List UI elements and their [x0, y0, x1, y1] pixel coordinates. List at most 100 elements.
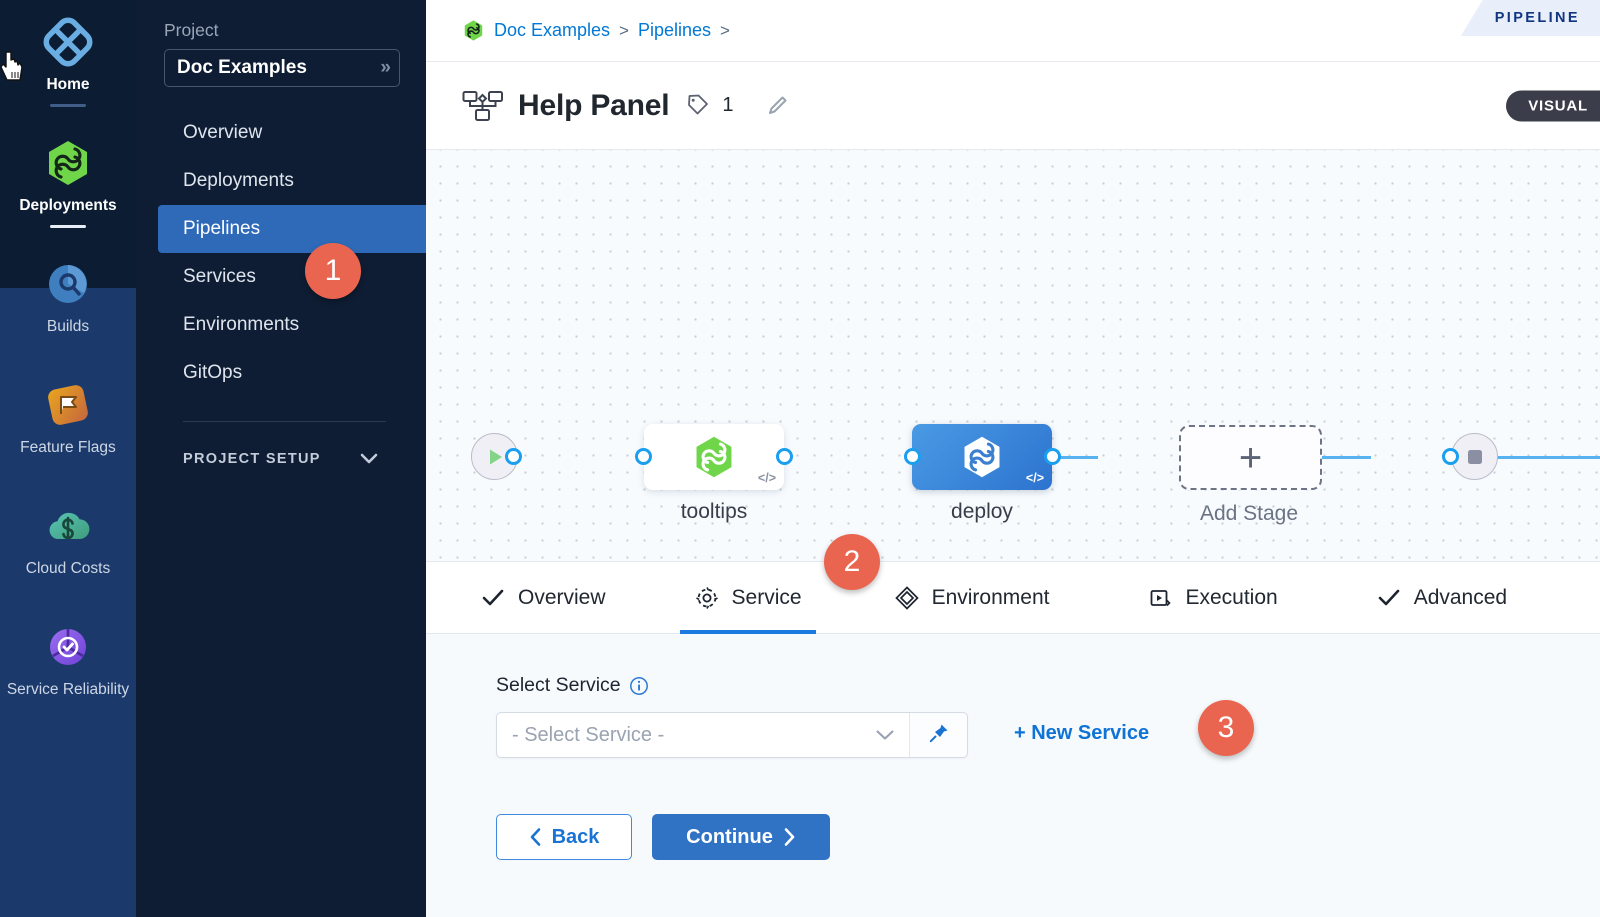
- rail-item-label: Home: [46, 76, 90, 93]
- chevron-down-icon: [875, 729, 895, 741]
- stage-node-tooltips[interactable]: </>: [644, 424, 784, 490]
- tab-environment[interactable]: Environment: [880, 562, 1064, 634]
- harness-hexagon-icon: [964, 436, 1000, 478]
- project-name: Doc Examples: [177, 57, 307, 78]
- nav-divider: [183, 421, 386, 422]
- tab-label: Overview: [518, 585, 606, 609]
- info-icon[interactable]: [629, 676, 649, 696]
- pipeline-canvas[interactable]: </> tooltips </> deploy + Add Stage: [426, 150, 1600, 562]
- rail-item-label: Feature Flags: [20, 438, 116, 456]
- pin-icon: [928, 722, 950, 749]
- new-service-button[interactable]: + New Service: [1014, 722, 1149, 745]
- tab-pipeline[interactable]: PIPELINE: [1460, 0, 1600, 36]
- code-glyph-icon: </>: [1025, 471, 1044, 485]
- end-node-endpoint[interactable]: [1442, 448, 1459, 465]
- continue-label: Continue: [686, 825, 773, 848]
- tab-execution[interactable]: Execution: [1133, 562, 1291, 634]
- rail-item-deployments[interactable]: Deployments: [0, 137, 136, 228]
- project-nav: Project Doc Examples » Overview Deployme…: [136, 0, 426, 917]
- home-diamond-icon: [42, 16, 94, 68]
- tag-icon: [685, 93, 710, 118]
- service-select-input[interactable]: - Select Service -: [497, 713, 909, 757]
- breadcrumb-link-project[interactable]: Doc Examples: [494, 20, 611, 40]
- service-form: Select Service - Select Service -: [426, 634, 1600, 917]
- project-selector[interactable]: Doc Examples »: [164, 49, 400, 87]
- gear-icon: [694, 586, 720, 610]
- sidebar-item-label: Environments: [183, 314, 300, 335]
- add-stage-label: Add Stage: [1199, 502, 1299, 525]
- sidebar-item-label: GitOps: [183, 362, 243, 383]
- tab-label: Service: [731, 585, 802, 609]
- select-service-control[interactable]: - Select Service -: [496, 712, 968, 758]
- module-rail-items: Home Deployments: [0, 0, 136, 699]
- breadcrumb-separator: >: [720, 20, 730, 40]
- sidebar-item-overview[interactable]: Overview: [136, 109, 426, 157]
- stage-node-deploy[interactable]: </>: [912, 424, 1052, 490]
- tab-label: Execution: [1185, 585, 1278, 609]
- rail-item-label: Deployments: [19, 196, 117, 214]
- project-section-label: Project: [164, 20, 219, 40]
- sidebar-item-label: Services: [183, 266, 256, 287]
- stage-output-endpoint[interactable]: [776, 448, 793, 465]
- deployments-hexagon-icon: [42, 137, 94, 189]
- step-tabs: Overview Service: [426, 562, 1600, 634]
- back-button[interactable]: Back: [496, 814, 632, 860]
- pencil-icon[interactable]: [764, 93, 790, 119]
- tab-label: Advanced: [1413, 585, 1508, 609]
- service-reliability-icon: [42, 621, 94, 673]
- sidebar-item-environments[interactable]: Environments: [136, 301, 426, 349]
- callout-badge-2: 2: [824, 534, 880, 590]
- form-actions: Back Continue: [496, 814, 830, 860]
- breadcrumb-link-pipelines[interactable]: Pipelines: [637, 20, 712, 40]
- stage-input-endpoint[interactable]: [635, 448, 652, 465]
- pipeline-nodes-icon: [462, 89, 504, 123]
- cloud-costs-icon: [42, 500, 94, 552]
- rail-item-home[interactable]: Home: [0, 16, 136, 107]
- stage-label-tooltips: tooltips: [680, 500, 748, 523]
- tab-advanced[interactable]: Advanced: [1362, 562, 1521, 634]
- breadcrumb-separator: >: [619, 20, 629, 40]
- pipeline-header: Help Panel 1 VISUAL: [426, 62, 1600, 150]
- mouse-cursor-icon: [0, 51, 23, 81]
- tab-overview[interactable]: Overview: [466, 562, 620, 634]
- back-label: Back: [551, 825, 600, 848]
- tab-service[interactable]: Service: [679, 562, 816, 634]
- pin-button[interactable]: [909, 713, 967, 757]
- add-stage-button[interactable]: +: [1179, 425, 1322, 490]
- chevron-left-icon: [529, 827, 542, 847]
- layers-diamond-icon: [894, 585, 920, 611]
- new-service-label: + New Service: [1014, 722, 1150, 744]
- chevron-down-icon: [360, 452, 378, 467]
- sidebar-item-deployments[interactable]: Deployments: [136, 157, 426, 205]
- stage-label-deploy: deploy: [951, 500, 1013, 523]
- start-node-endpoint[interactable]: [505, 448, 522, 465]
- breadcrumb: Doc Examples > Pipelines > PIPELINE: [426, 0, 1600, 62]
- callout-badge-3: 3: [1198, 700, 1254, 756]
- play-box-icon: [1147, 586, 1173, 610]
- tab-label: Environment: [931, 585, 1050, 609]
- page-title: Help Panel: [518, 88, 670, 122]
- rail-item-service-reliability[interactable]: Service Reliability: [0, 621, 136, 700]
- stop-icon: [1467, 449, 1482, 464]
- continue-button[interactable]: Continue: [652, 814, 830, 860]
- sidebar-item-pipelines[interactable]: Pipelines: [158, 205, 426, 253]
- project-setup-section[interactable]: PROJECT SETUP: [136, 444, 426, 474]
- tab-pipeline-label: PIPELINE: [1494, 10, 1580, 26]
- select-service-label: Select Service: [496, 674, 649, 697]
- check-icon: [1376, 588, 1402, 608]
- visual-badge-label: VISUAL: [1528, 97, 1588, 114]
- rail-item-builds[interactable]: Builds: [0, 258, 136, 337]
- sidebar-item-gitops[interactable]: GitOps: [136, 349, 426, 397]
- rail-item-label: Service Reliability: [6, 680, 130, 698]
- rail-item-cloud-costs[interactable]: Cloud Costs: [0, 500, 136, 579]
- callout-badge-1: 1: [305, 243, 361, 299]
- stage-output-endpoint[interactable]: [1044, 448, 1061, 465]
- rail-item-label: Builds: [46, 317, 90, 335]
- builds-circle-icon: [42, 258, 94, 310]
- status-badge-visual[interactable]: VISUAL: [1506, 90, 1600, 121]
- tag-count: 1: [722, 94, 734, 116]
- harness-hexagon-icon: [462, 19, 485, 42]
- sidebar-item-services[interactable]: Services: [136, 253, 426, 301]
- stage-input-endpoint[interactable]: [904, 448, 921, 465]
- rail-item-feature-flags[interactable]: Feature Flags: [0, 379, 136, 458]
